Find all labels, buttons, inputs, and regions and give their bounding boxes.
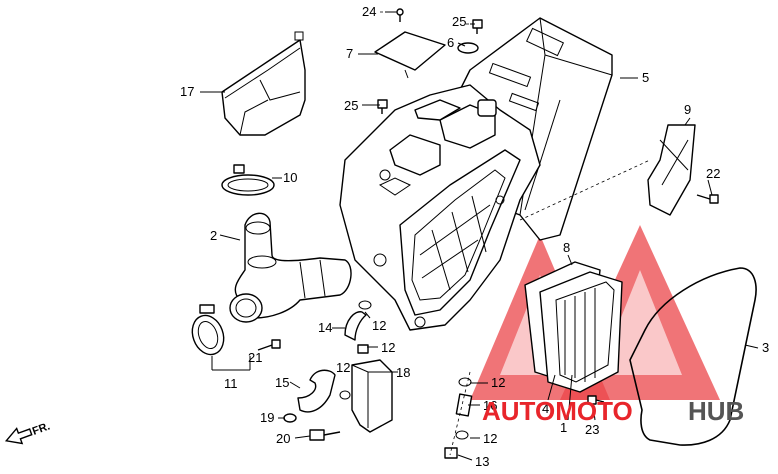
callout-1: 1 [560,420,567,435]
callout-22: 22 [706,166,720,181]
front-direction-marker: FR. [4,420,52,445]
callout-12-c: 12 [336,360,350,375]
callout-15: 15 [275,375,289,390]
callout-2: 2 [210,228,217,243]
callout-25-b: 25 [344,98,358,113]
callout-8: 8 [563,240,570,255]
watermark-text: AUTOMOTO HUB [482,396,744,426]
callout-7: 7 [346,46,353,61]
filter-element [524,261,623,393]
intake-duct [229,212,352,323]
watermark-word-b: HUB [688,396,744,426]
leader-lines [200,11,759,461]
callout-13: 13 [475,454,489,469]
gasket-3 [629,267,757,446]
screw-22 [696,194,719,204]
clamp-11 [191,304,225,356]
callout-12-b: 12 [381,340,395,355]
callout-6: 6 [447,35,454,50]
callout-11: 11 [224,376,238,391]
watermark-word-a: AUTOMOTO [482,396,633,426]
callout-14: 14 [318,320,332,335]
callout-17: 17 [180,84,194,99]
air-cleaner-housing [339,84,541,331]
callout-16: 16 [483,398,497,413]
callout-labels: 1 2 3 4 5 6 7 8 9 10 11 12 12 12 12 12 1… [180,4,769,469]
clip-19 [283,413,297,423]
callout-12-d: 12 [491,375,505,390]
bolt-25-mid [377,99,388,114]
callout-24: 24 [362,4,376,19]
callout-3: 3 [762,340,769,355]
drain-plug-16 [444,371,473,459]
screw-24 [396,8,404,22]
callout-19: 19 [260,410,274,425]
drain-tube-15 [297,369,336,413]
cover-9 [647,124,696,216]
drain-chamber-18 [339,344,393,433]
plate-7 [374,31,446,79]
callout-12-e: 12 [483,431,497,446]
plug-20 [309,429,341,441]
callout-5: 5 [642,70,649,85]
callout-20: 20 [276,431,290,446]
callout-12-a: 12 [372,318,386,333]
bolt-25-top [472,19,483,34]
clamp-10 [221,164,275,196]
callout-18: 18 [396,365,410,380]
callout-25-a: 25 [452,14,466,29]
callout-9: 9 [684,102,691,117]
screw-23 [587,395,605,405]
callout-21: 21 [248,350,262,365]
callout-4: 4 [542,401,549,416]
front-label: FR. [31,420,52,437]
tube-14 [344,300,372,341]
screw-21 [257,339,281,351]
callout-23: 23 [585,422,599,437]
callout-10: 10 [283,170,297,185]
intake-cover [221,31,306,136]
